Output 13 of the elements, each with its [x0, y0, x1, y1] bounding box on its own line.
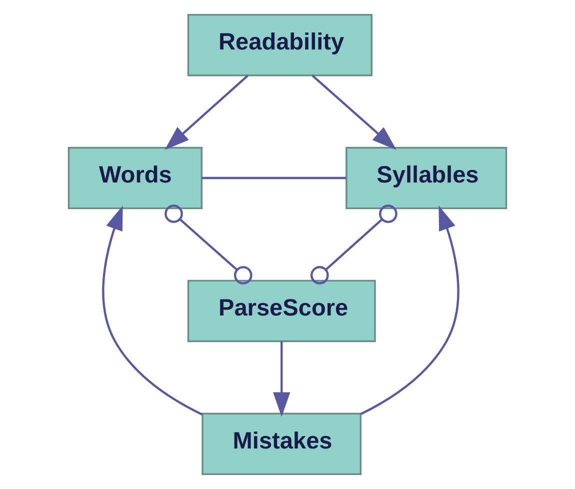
arrow — [102, 205, 203, 416]
node-box: ParseScore — [187, 280, 376, 342]
connector — [310, 204, 398, 284]
node-box: Readability — [187, 14, 372, 76]
node-box: Mistakes — [202, 412, 362, 476]
arrow — [164, 74, 249, 150]
arrow — [312, 74, 396, 150]
connector — [202, 176, 346, 180]
arrow — [273, 341, 290, 417]
connector — [164, 204, 252, 284]
node-box: Words — [68, 146, 203, 210]
node-box: Syllables — [346, 146, 508, 210]
arrow — [360, 205, 460, 416]
